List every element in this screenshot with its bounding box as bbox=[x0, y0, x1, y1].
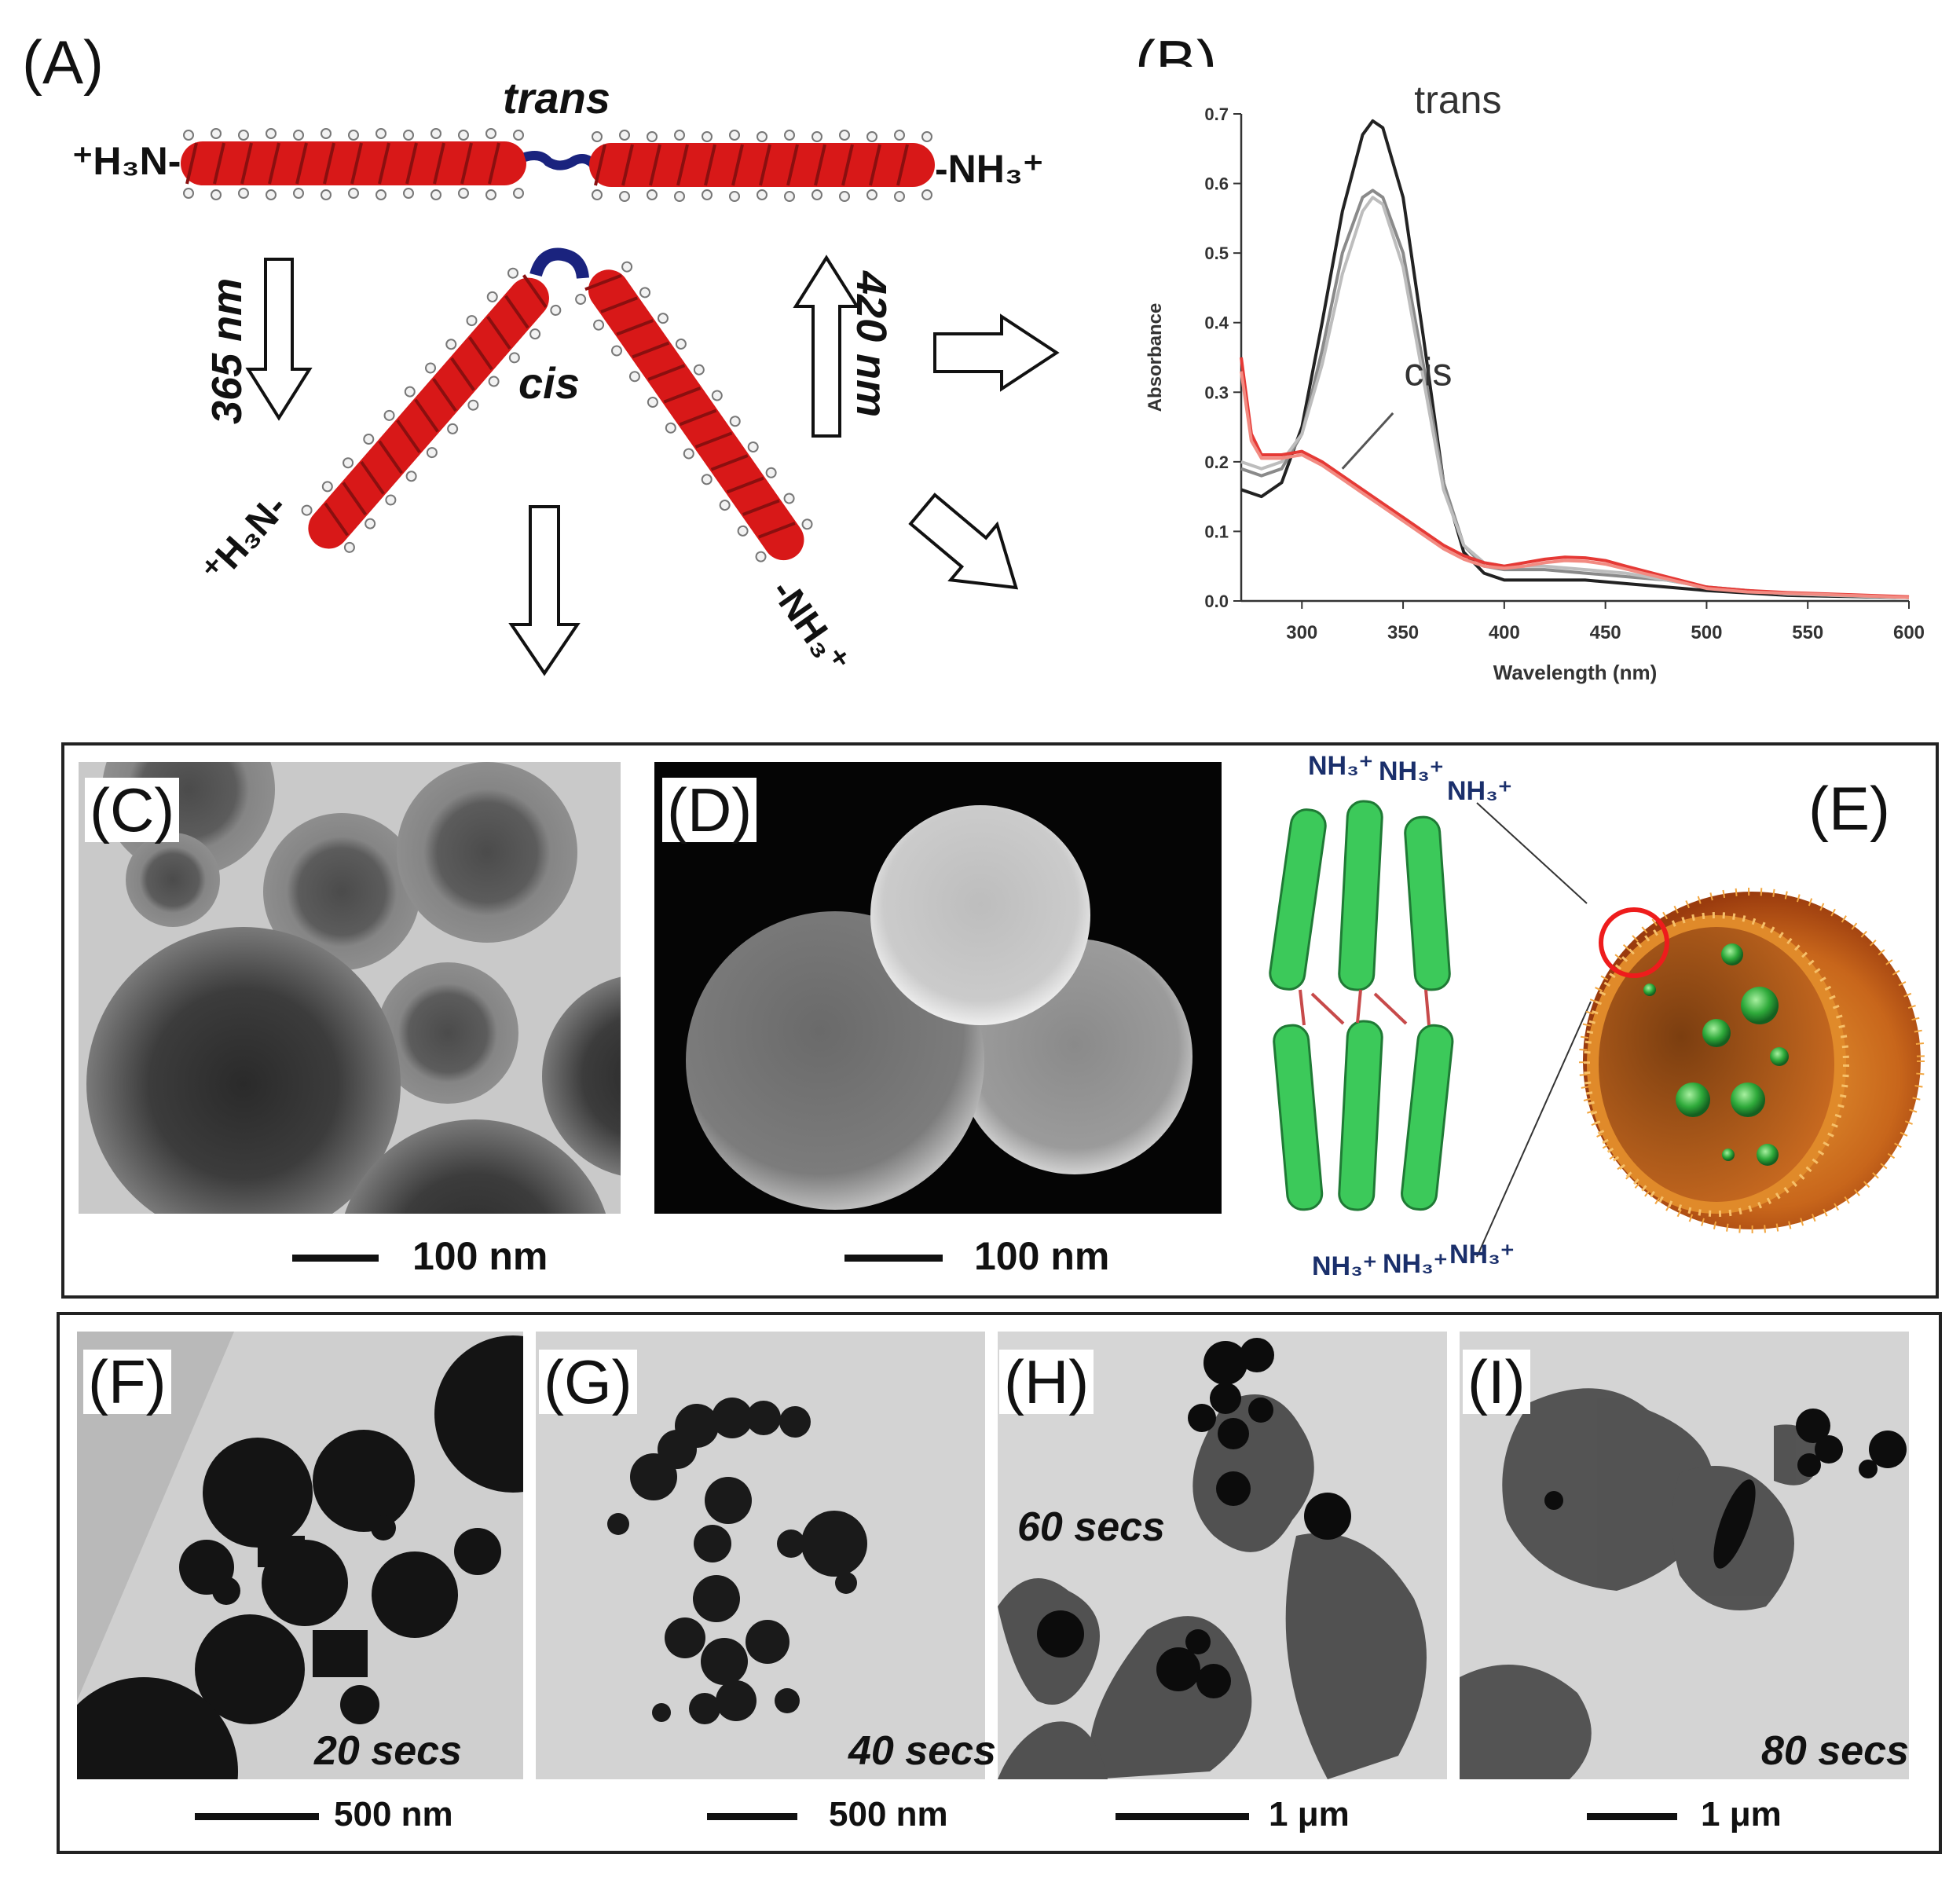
x-tick-label: 350 bbox=[1387, 622, 1419, 643]
ion-bottom-2: NH₃⁺ bbox=[1383, 1249, 1448, 1279]
y-tick-label: 0.3 bbox=[1204, 383, 1229, 402]
ion-top-2: NH₃⁺ bbox=[1379, 756, 1444, 786]
time-label-g: 40 secs bbox=[848, 1728, 996, 1774]
y-axis-title: Absorbance bbox=[1145, 303, 1166, 412]
y-tick-label: 0.1 bbox=[1204, 522, 1229, 541]
scale-label-f: 500 nm bbox=[334, 1795, 453, 1834]
y-tick-label: 0.6 bbox=[1204, 174, 1229, 194]
scale-label-h: 1 μm bbox=[1269, 1795, 1350, 1834]
time-label-i: 80 secs bbox=[1761, 1728, 1909, 1774]
tem-image-c bbox=[79, 762, 621, 1214]
y-tick-label: 0.2 bbox=[1204, 452, 1229, 472]
cis-helix-left bbox=[301, 267, 562, 553]
x-tick-label: 400 bbox=[1489, 622, 1520, 643]
trans-label: trans bbox=[503, 73, 610, 123]
x-tick-label: 300 bbox=[1286, 622, 1317, 643]
panel-label-h: (H) bbox=[999, 1350, 1094, 1414]
x-tick-label: 500 bbox=[1691, 622, 1722, 643]
series-line-3 bbox=[1240, 196, 1910, 599]
annotation-cis-pointer bbox=[1341, 412, 1394, 470]
right-amine-trans: -NH₃⁺ bbox=[935, 147, 1044, 191]
y-tick-label: 0.7 bbox=[1204, 104, 1229, 124]
panel-a-scheme bbox=[181, 128, 1060, 676]
bottom-panel-frame bbox=[57, 1312, 1942, 1854]
scale-bar-c bbox=[292, 1255, 379, 1262]
panel-label-d: (D) bbox=[662, 778, 757, 842]
time-label-f: 20 secs bbox=[314, 1728, 462, 1774]
scale-label-c: 100 nm bbox=[412, 1234, 548, 1278]
left-amine-trans: ⁺H₃N- bbox=[72, 139, 181, 183]
time-label-h: 60 secs bbox=[1017, 1504, 1165, 1550]
scale-bar-d bbox=[844, 1255, 943, 1262]
uv-arrow-down bbox=[245, 258, 313, 421]
chart-background bbox=[1123, 67, 1956, 703]
panel-label-e: (E) bbox=[1808, 774, 1890, 843]
vis-arrow-up bbox=[793, 255, 860, 438]
scale-bar-i bbox=[1587, 1813, 1677, 1820]
arrow-down-assembly bbox=[508, 505, 581, 676]
y-tick-label: 0.5 bbox=[1204, 244, 1229, 263]
ion-top-1: NH₃⁺ bbox=[1308, 751, 1373, 781]
panel-label-i: (I) bbox=[1463, 1350, 1530, 1414]
trans-linker bbox=[523, 151, 598, 170]
y-tick-label: 0.0 bbox=[1204, 592, 1229, 611]
panel-label-g: (G) bbox=[539, 1350, 637, 1414]
scale-label-i: 1 μm bbox=[1701, 1795, 1782, 1834]
cis-linker bbox=[529, 247, 589, 280]
cis-helix-right bbox=[575, 261, 813, 562]
y-tick-label: 0.4 bbox=[1204, 313, 1229, 333]
ion-top-3: NH₃⁺ bbox=[1447, 776, 1512, 806]
x-tick-label: 550 bbox=[1792, 622, 1823, 643]
x-axis-title: Wavelength (nm) bbox=[1493, 661, 1657, 684]
series-line-2 bbox=[1240, 189, 1910, 599]
vis-wavelength-label: 420 nm bbox=[848, 271, 895, 418]
uv-wavelength-label: 365 nm bbox=[203, 277, 251, 424]
x-tick-label: 450 bbox=[1590, 622, 1621, 643]
tem-image-i bbox=[1460, 1332, 1909, 1779]
cis-label: cis bbox=[518, 358, 580, 408]
middle-panel-frame bbox=[61, 742, 1939, 1299]
panel-label-f: (F) bbox=[83, 1350, 171, 1414]
scale-bar-g bbox=[707, 1813, 797, 1820]
scale-bar-f bbox=[195, 1813, 319, 1820]
x-tick-label: 600 bbox=[1893, 622, 1925, 643]
ion-bottom-3: NH₃⁺ bbox=[1449, 1240, 1515, 1269]
bilayer-scheme-e bbox=[1269, 800, 1925, 1258]
panel-label-a: (A) bbox=[22, 27, 104, 97]
series-line-1 bbox=[1240, 119, 1910, 599]
arrow-diagonal bbox=[908, 493, 1019, 590]
arrow-to-spectrum bbox=[933, 313, 1060, 392]
tem-image-g bbox=[536, 1332, 985, 1779]
series-line-5 bbox=[1240, 371, 1910, 599]
annotation-cis: cis bbox=[1404, 350, 1452, 394]
ion-bottom-1: NH₃⁺ bbox=[1312, 1251, 1377, 1281]
scale-label-g: 500 nm bbox=[829, 1795, 948, 1834]
annotation-trans: trans bbox=[1414, 78, 1501, 122]
scale-bar-h bbox=[1116, 1813, 1249, 1820]
trans-helix-right bbox=[589, 130, 935, 202]
trans-helix-left bbox=[181, 128, 526, 200]
absorbance-chart: 300 350 400 450 500 550 600 0.0 0.1 0.2 0.3 0.4 0.5 0… bbox=[1123, 67, 1956, 703]
scale-label-d: 100 nm bbox=[974, 1234, 1110, 1278]
panel-label-c: (C) bbox=[85, 778, 180, 842]
